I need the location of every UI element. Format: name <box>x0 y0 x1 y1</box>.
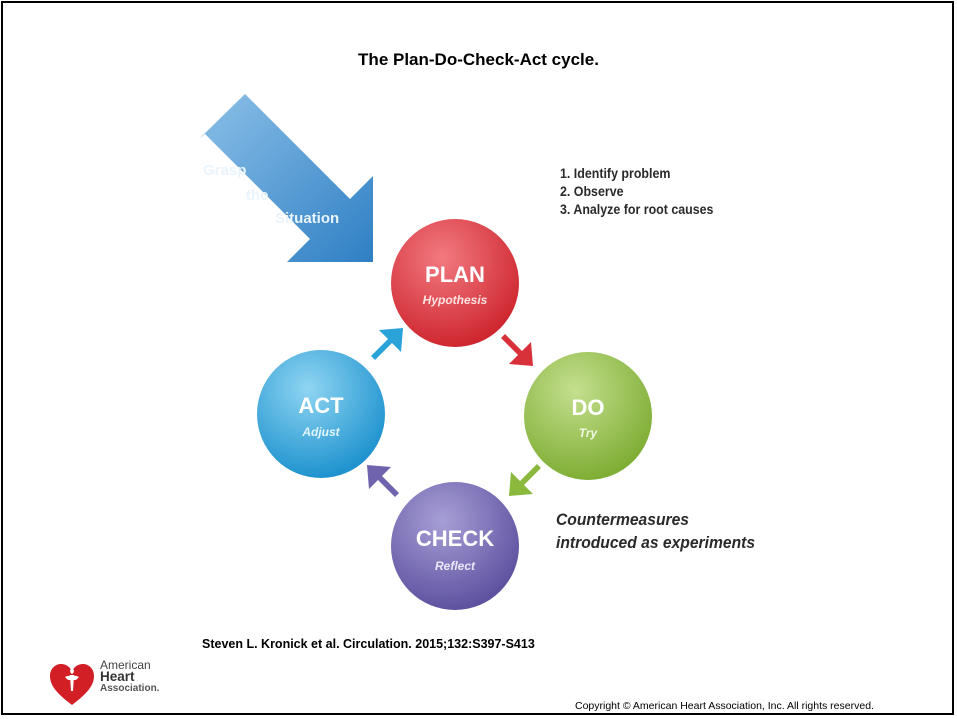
act-sublabel: Adjust <box>301 425 340 439</box>
logo-wordmark: American Heart Association. <box>100 659 159 695</box>
arrow-check-to-act-icon <box>367 465 399 497</box>
plan-step-2: 2. Observe <box>560 184 624 199</box>
grasp-arrow-line-1: Grasp <box>203 162 246 179</box>
plan-label: PLAN <box>425 262 485 287</box>
countermeasures-note: Countermeasures introduced as experiment… <box>556 508 755 554</box>
check-circle: CHECK Reflect <box>391 482 519 610</box>
heart-torch-icon <box>50 664 94 705</box>
slide-title: The Plan-Do-Check-Act cycle. <box>358 50 599 69</box>
citation: Steven L. Kronick et al. Circulation. 20… <box>202 637 535 651</box>
countermeasures-line-1: Countermeasures <box>556 510 689 529</box>
logo-line-2: Heart <box>100 669 135 684</box>
grasp-arrow-line-3: Situation <box>275 210 339 227</box>
arrow-act-to-plan-icon <box>371 328 403 360</box>
logo-line-3: Association. <box>100 683 160 694</box>
check-label: CHECK <box>416 526 494 551</box>
aha-logo: American Heart Association. <box>48 657 188 713</box>
plan-sublabel: Hypothesis <box>423 293 488 307</box>
copyright: Copyright © American Heart Association, … <box>575 700 874 712</box>
arrow-plan-to-do-icon <box>501 334 533 366</box>
grasp-arrow: Grasp the Situation <box>199 94 373 262</box>
logo-line-1: American <box>100 658 151 672</box>
arrow-do-to-check-icon <box>509 464 541 496</box>
do-label: DO <box>572 395 605 420</box>
countermeasures-line-2: introduced as experiments <box>556 533 756 552</box>
plan-circle: PLAN Hypothesis <box>391 219 519 347</box>
plan-steps-list: 1. Identify problem 2. Observe 3. Analyz… <box>560 165 713 219</box>
act-label: ACT <box>298 393 344 418</box>
check-sublabel: Reflect <box>435 559 476 573</box>
plan-step-3: 3. Analyze for root causes <box>560 202 714 217</box>
act-circle: ACT Adjust <box>257 350 385 478</box>
do-circle: DO Try <box>524 352 652 480</box>
grasp-arrow-line-2: the <box>246 187 269 204</box>
plan-step-1: 1. Identify problem <box>560 166 671 181</box>
do-sublabel: Try <box>579 426 599 440</box>
